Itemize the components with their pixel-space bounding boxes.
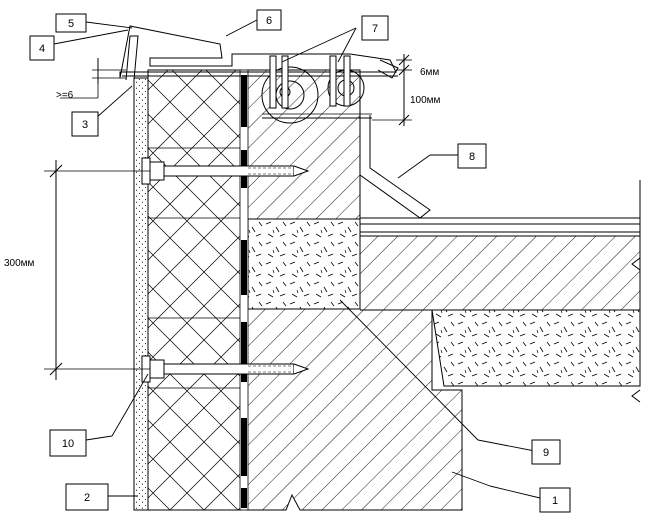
floor-slab-infill bbox=[360, 309, 641, 387]
dimension-300mm bbox=[44, 160, 150, 380]
callout-7: 7 bbox=[361, 15, 389, 41]
dimension-gap-text: >=6 bbox=[56, 90, 74, 101]
callout-7-label: 7 bbox=[372, 23, 378, 35]
callout-5-label: 5 bbox=[68, 18, 74, 30]
callout-5: 5 bbox=[55, 13, 87, 33]
parapet-fasteners bbox=[261, 55, 372, 124]
callout-3-label: 3 bbox=[82, 119, 88, 131]
callout-2-label: 2 bbox=[84, 492, 90, 504]
callout-4: 4 bbox=[29, 35, 55, 61]
parapet-coping bbox=[119, 25, 399, 81]
render-layer bbox=[133, 77, 149, 511]
leader-lines bbox=[53, 19, 541, 499]
callout-6: 6 bbox=[256, 9, 282, 31]
roof-membrane bbox=[360, 180, 641, 403]
callout-6-label: 6 bbox=[266, 15, 272, 27]
callout-10-label: 10 bbox=[62, 438, 74, 450]
dimension-cap-gap-text: 6мм bbox=[420, 67, 439, 78]
dimension-gap bbox=[60, 58, 126, 99]
air-barrier-strip bbox=[239, 69, 249, 511]
callout-4-label: 4 bbox=[39, 43, 45, 55]
insulation-layer bbox=[147, 69, 243, 511]
lightweight-concrete-band bbox=[247, 218, 361, 310]
dimension-depth-text: 100мм bbox=[410, 95, 441, 106]
callout-9: 9 bbox=[531, 439, 561, 465]
concrete-wall bbox=[245, 69, 641, 511]
callout-1-label: 1 bbox=[552, 495, 558, 507]
callout-3: 3 bbox=[71, 111, 99, 137]
callout-8-label: 8 bbox=[469, 151, 475, 163]
callout-1: 1 bbox=[539, 487, 571, 513]
callout-9-label: 9 bbox=[543, 447, 549, 459]
dimension-spacing-text: 300мм bbox=[4, 258, 35, 269]
callout-10: 10 bbox=[49, 429, 87, 457]
callout-8: 8 bbox=[457, 143, 487, 169]
dimension-6mm-100mm bbox=[372, 54, 412, 126]
flashing-8 bbox=[359, 115, 431, 219]
callout-2: 2 bbox=[65, 483, 109, 511]
